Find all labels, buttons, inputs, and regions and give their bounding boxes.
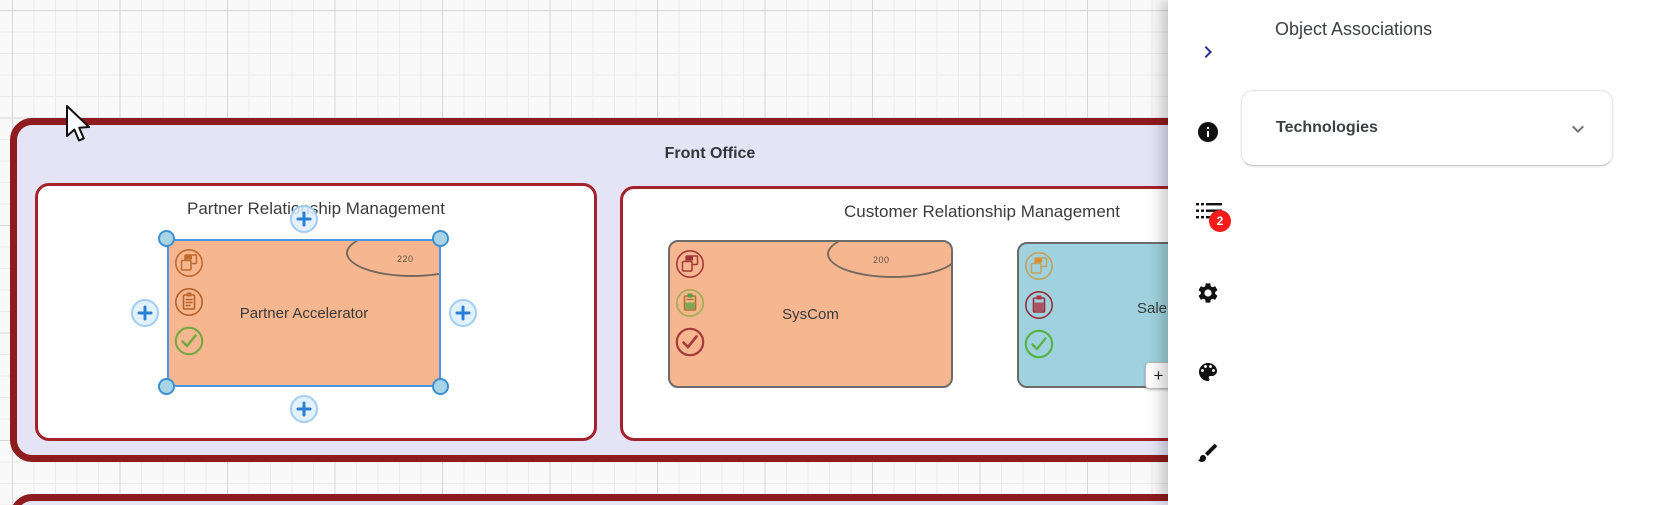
applications-icon: [1025, 252, 1053, 280]
plus-icon: [137, 305, 153, 321]
settings-button[interactable]: [1196, 281, 1220, 305]
panel-collapse-button[interactable]: [1196, 40, 1220, 64]
brush-button[interactable]: [1196, 441, 1220, 465]
panel-title: Object Associations: [1275, 19, 1433, 39]
palette-button[interactable]: [1196, 360, 1220, 384]
container-front-office-title: Front Office: [664, 145, 756, 162]
brush-icon: [1198, 443, 1218, 462]
plus-icon: [296, 401, 312, 417]
app-label: SysCom: [782, 305, 839, 323]
mouse-cursor: [66, 105, 90, 142]
group-title-crm: Customer Relationship Management: [844, 202, 1120, 221]
app-box-syscom[interactable]: 200: [668, 240, 953, 388]
group-title-prm: Partner Relationship Management: [187, 199, 445, 218]
add-connection-right[interactable]: [449, 299, 477, 327]
count-badge-value: 200: [873, 255, 890, 265]
add-connection-top[interactable]: [290, 205, 318, 233]
app-box-partner-accelerator[interactable]: 220 Partn: [167, 239, 441, 387]
applications-icon: [676, 250, 704, 278]
resize-handle-nw[interactable]: [158, 230, 175, 247]
app-label: Partner Accelerator: [239, 304, 369, 322]
resize-handle-se[interactable]: [432, 378, 449, 395]
info-button[interactable]: [1196, 120, 1220, 144]
check-icon: [174, 326, 204, 356]
add-connection-left[interactable]: [131, 299, 159, 327]
app-label: Sale: [1137, 300, 1168, 317]
add-connection-bottom[interactable]: [290, 395, 318, 423]
plus-icon: [455, 305, 471, 321]
clipboard-icon: [1025, 291, 1053, 319]
count-badge-oval: 220: [169, 241, 439, 385]
notification-badge: 2: [1209, 210, 1231, 232]
palette-icon: [1199, 363, 1217, 381]
technologies-accordion[interactable]: Technologies: [1241, 90, 1613, 166]
count-badge-oval: 200: [670, 242, 951, 386]
plus-icon: [296, 211, 312, 227]
side-panel: Object Associations 2: [1168, 0, 1670, 505]
clipboard-icon: [175, 288, 203, 316]
clipboard-icon: [676, 289, 704, 317]
check-icon: [1024, 329, 1054, 359]
check-icon: [675, 327, 705, 357]
accordion-label: Technologies: [1276, 119, 1378, 136]
chevron-down-icon: [1572, 125, 1584, 133]
count-badge-value: 220: [397, 254, 414, 264]
info-icon: [1198, 122, 1218, 142]
resize-handle-ne[interactable]: [432, 230, 449, 247]
applications-icon: [175, 249, 203, 277]
resize-handle-sw[interactable]: [158, 378, 175, 395]
chevron-right-icon: [1204, 46, 1212, 58]
gear-icon: [1198, 283, 1218, 303]
